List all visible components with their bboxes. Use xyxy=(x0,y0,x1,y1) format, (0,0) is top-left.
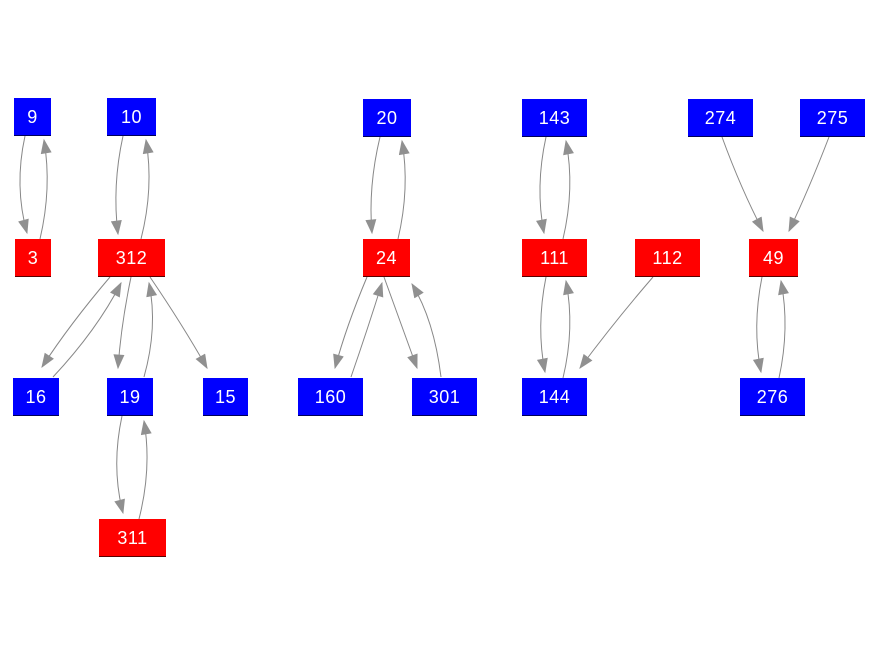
edge-312-to-16 xyxy=(41,276,111,369)
edge-19-to-312 xyxy=(143,281,158,378)
node-312: 312 xyxy=(98,239,165,277)
edge-160-to-24 xyxy=(350,281,384,378)
edge-9-to-3 xyxy=(18,135,29,235)
edge-49-to-276 xyxy=(752,276,764,374)
edge-276-to-49 xyxy=(778,279,789,379)
edge-312-to-19 xyxy=(113,276,132,370)
edge-301-to-24 xyxy=(411,282,442,378)
node-19: 19 xyxy=(107,378,153,416)
edge-19-to-311 xyxy=(114,415,125,515)
node-301: 301 xyxy=(412,378,477,416)
node-3: 3 xyxy=(15,239,51,277)
node-10: 10 xyxy=(107,98,156,136)
node-274: 274 xyxy=(688,99,753,137)
edge-20-to-24 xyxy=(365,136,381,235)
node-112: 112 xyxy=(635,239,700,277)
edge-111-to-143 xyxy=(562,139,574,240)
node-144: 144 xyxy=(522,378,587,416)
node-143: 143 xyxy=(522,99,587,137)
node-311: 311 xyxy=(99,519,166,557)
edge-24-to-301 xyxy=(383,276,418,370)
edge-312-to-10 xyxy=(140,138,154,240)
node-276: 276 xyxy=(740,378,805,416)
node-275: 275 xyxy=(800,99,865,137)
edge-24-to-160 xyxy=(333,276,368,370)
node-160: 160 xyxy=(298,378,363,416)
edge-10-to-312 xyxy=(110,135,124,236)
edge-111-to-144 xyxy=(536,276,548,374)
node-24: 24 xyxy=(363,239,410,277)
node-20: 20 xyxy=(363,99,411,137)
edge-16-to-312 xyxy=(52,281,122,378)
edge-3-to-9 xyxy=(39,138,52,240)
node-15: 15 xyxy=(203,378,248,416)
edge-274-to-49 xyxy=(721,136,764,233)
node-9: 9 xyxy=(14,98,51,136)
edge-143-to-111 xyxy=(536,136,547,235)
edge-112-to-144 xyxy=(579,276,654,369)
edge-311-to-19 xyxy=(138,419,152,520)
node-111: 111 xyxy=(522,239,587,277)
edge-144-to-111 xyxy=(562,279,574,379)
edge-312-to-15 xyxy=(149,276,208,370)
edge-275-to-49 xyxy=(788,136,830,233)
node-16: 16 xyxy=(13,378,59,416)
edge-24-to-20 xyxy=(397,139,410,240)
node-49: 49 xyxy=(749,239,798,277)
